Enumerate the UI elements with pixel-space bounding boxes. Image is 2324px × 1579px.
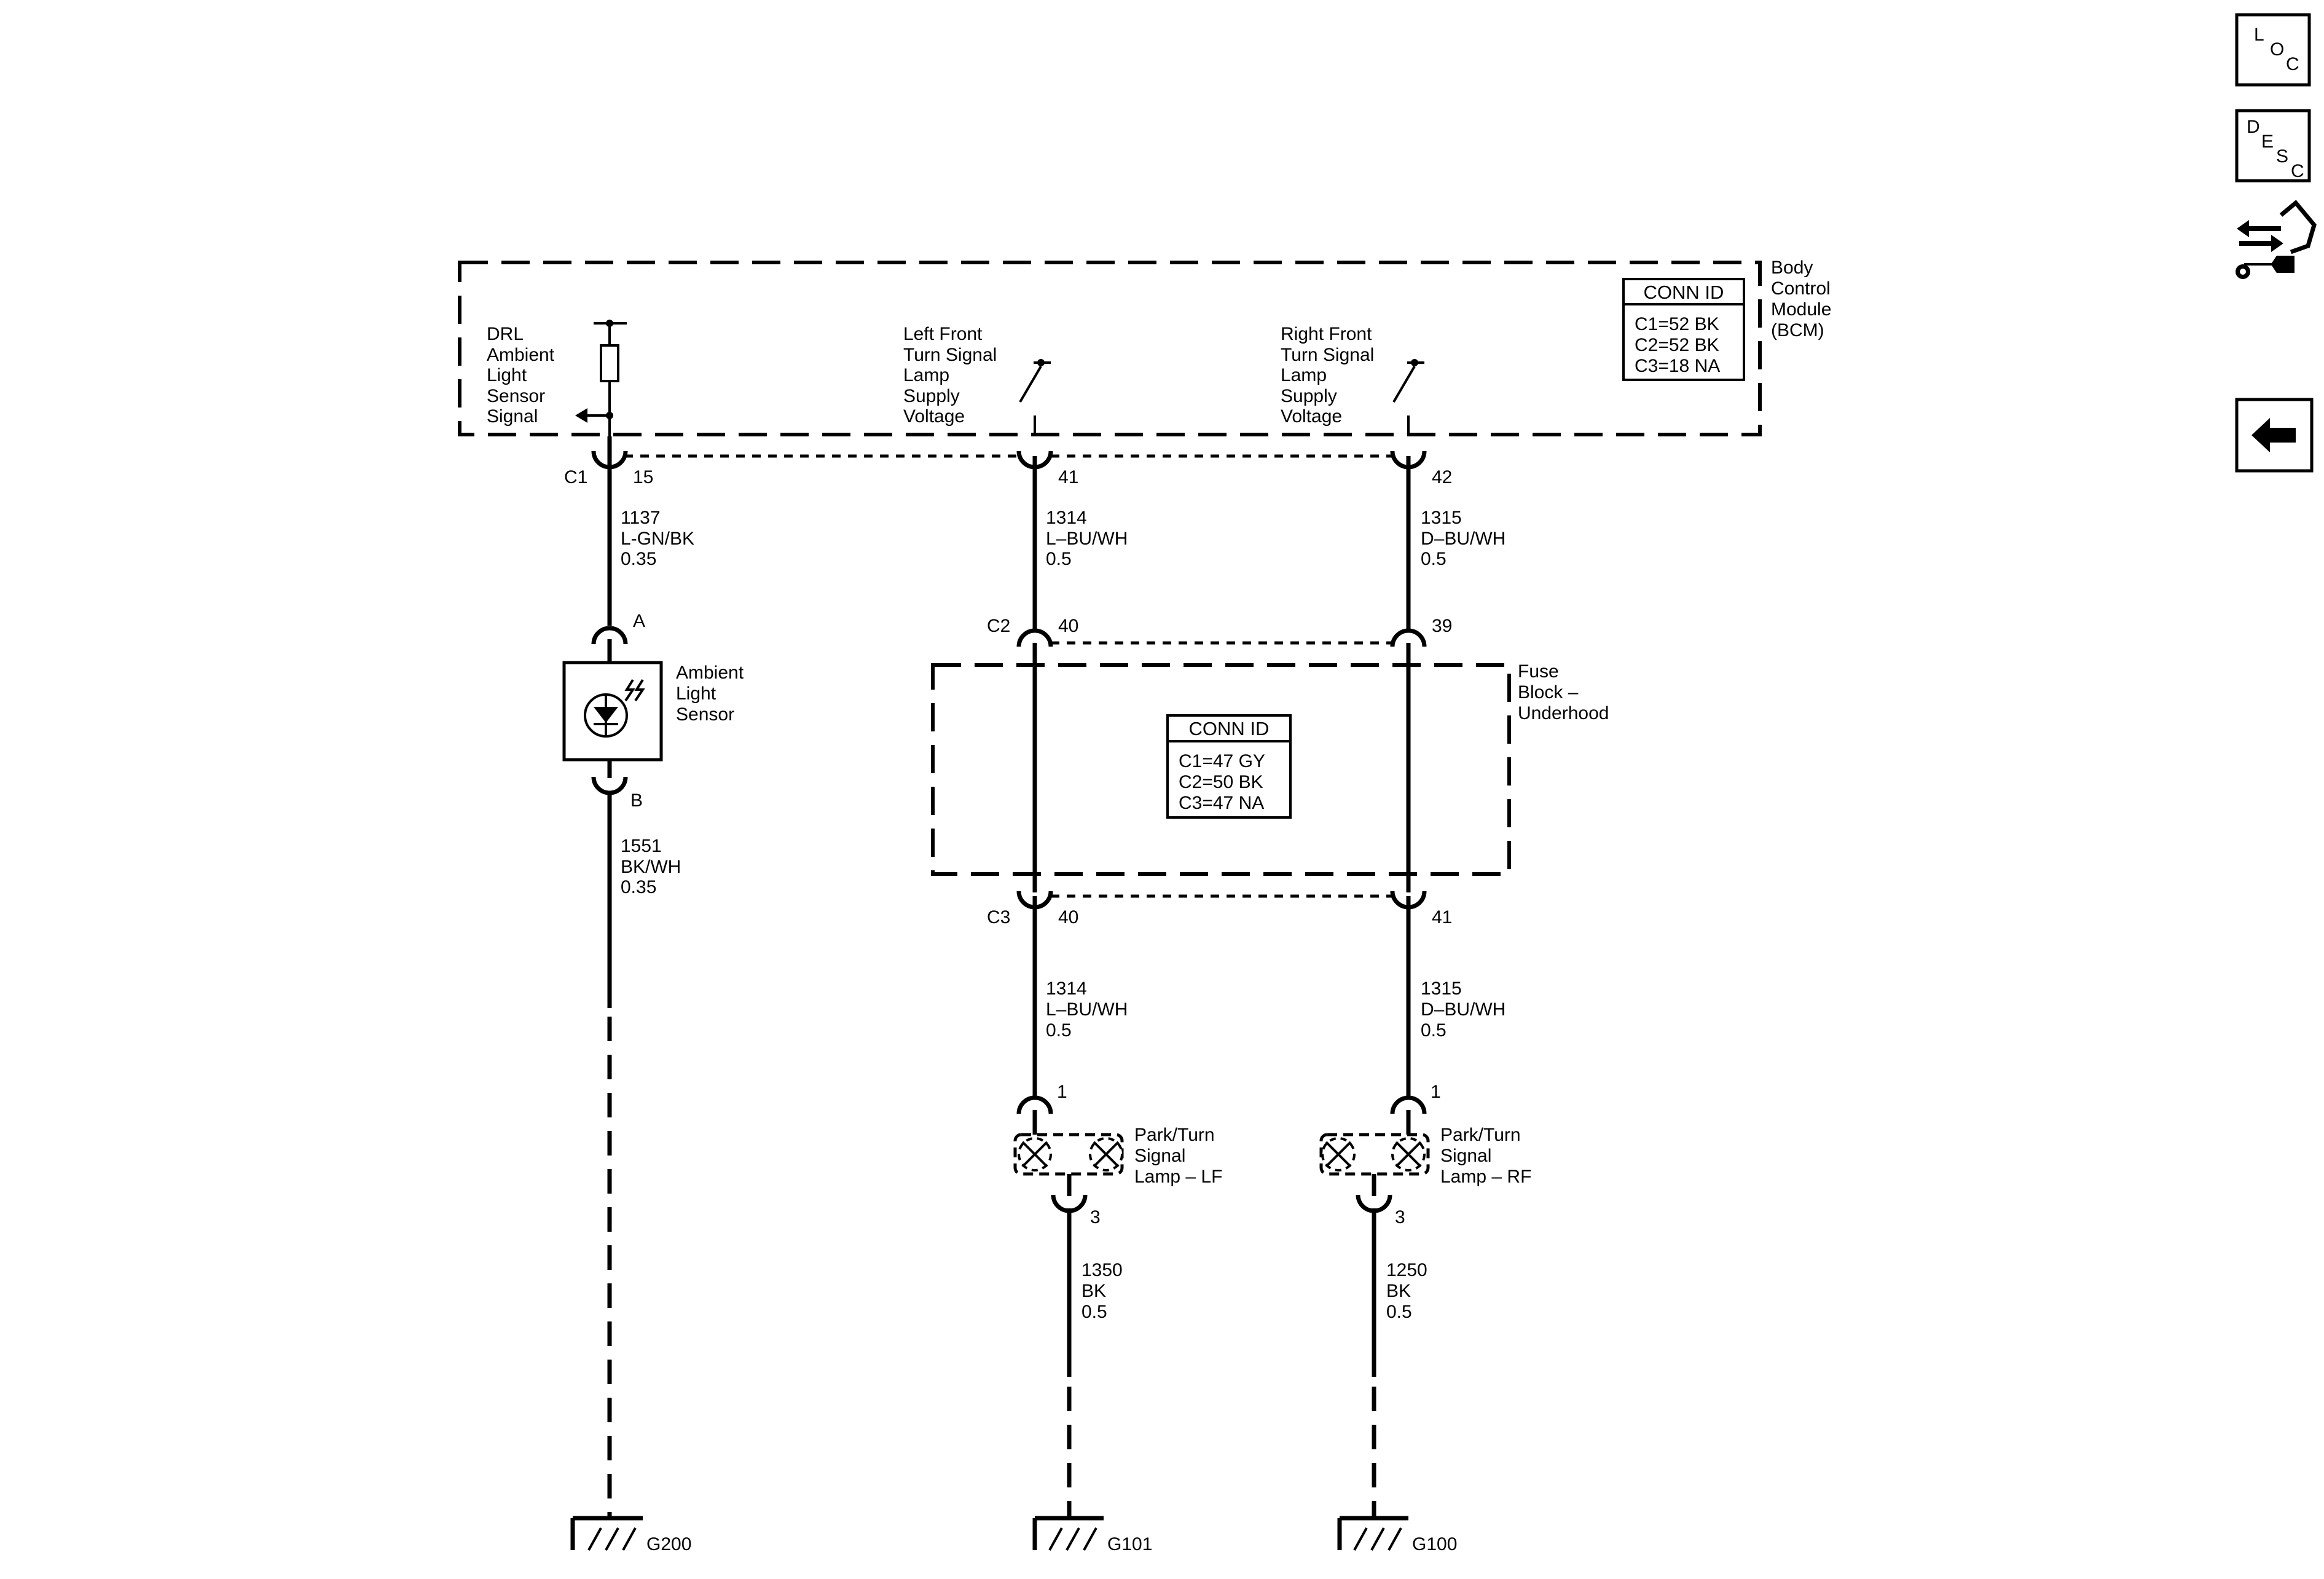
svg-text:O: O: [2270, 39, 2284, 60]
drl-signal-label: DRL Ambient Light Sensor Signal: [487, 324, 559, 427]
ground-g100: G100: [1337, 1516, 1457, 1554]
c1-pin-15: 15: [633, 467, 653, 487]
ground-g101-label: G101: [1107, 1534, 1152, 1554]
wire-1137-label: 1137 L-GN/BK 0.35: [621, 508, 699, 569]
connector-c1: C1 15 41 42: [564, 451, 1452, 487]
rf-lower-circuit: 1315 D–BU/WH 0.5 1 Park/Turn Signal Lamp…: [1319, 896, 1531, 1554]
c2-pin-40: 40: [1058, 616, 1078, 636]
ground-g200-label: G200: [646, 1534, 691, 1554]
c1-label: C1: [564, 467, 587, 487]
lamp-lf-pin-3: 3: [1090, 1207, 1101, 1227]
desc-button[interactable]: D E S C: [2235, 109, 2311, 183]
wire-1314-bottom-label: 1314 L–BU/WH 0.5: [1046, 979, 1133, 1041]
fuse-block-underhood: Fuse Block – Underhood CONN ID C1=47 GY …: [931, 643, 1609, 892]
fuse-block-name: Fuse Block – Underhood: [1518, 661, 1609, 723]
drl-signal-circuit: DRL Ambient Light Sensor Signal: [487, 320, 627, 436]
connector-c3: C3 40 41: [987, 891, 1452, 927]
svg-text:E: E: [2261, 132, 2274, 152]
ambient-light-sensor: Ambient Light Sensor: [562, 661, 748, 762]
lamp-lf-pin-1: 1: [1057, 1082, 1067, 1102]
c3-pin-40: 40: [1058, 907, 1078, 927]
wire-1250-label: 1250 BK 0.5: [1386, 1260, 1432, 1322]
bcm-conn-id-values: C1=52 BK C2=52 BK C3=18 NA: [1635, 314, 1724, 376]
fuse-conn-id-values: C1=47 GY C2=50 BK C3=47 NA: [1179, 751, 1270, 813]
ambient-sensor-label: Ambient Light Sensor: [676, 663, 748, 725]
rf-supply-switch: Right Front Turn Signal Lamp Supply Volt…: [1281, 324, 1424, 436]
back-arrow-icon: [2251, 418, 2296, 452]
wire-1315-top-label: 1315 D–BU/WH 0.5: [1421, 508, 1511, 569]
ground-g200: G200: [570, 1516, 691, 1554]
loc-button[interactable]: L O C: [2235, 13, 2311, 87]
c2-label: C2: [987, 616, 1010, 636]
fuse-block-conn-id-table: CONN ID C1=47 GY C2=50 BK C3=47 NA: [1166, 714, 1292, 819]
fuse-conn-id-title: CONN ID: [1189, 718, 1270, 739]
lf-supply-switch: Left Front Turn Signal Lamp Supply Volta…: [903, 324, 1051, 436]
ground-g100-label: G100: [1412, 1534, 1457, 1554]
c1-pin-41: 41: [1058, 467, 1078, 487]
c1-pin-42: 42: [1432, 467, 1452, 487]
wire-1314-top-label: 1314 L–BU/WH 0.5: [1046, 508, 1133, 569]
sensor-pin-a: A: [633, 611, 645, 631]
drl-branch: 1137 L-GN/BK 0.35 A Ambient Light Sensor…: [562, 436, 748, 1554]
lamp-rf-label: Park/Turn Signal Lamp – RF: [1440, 1125, 1531, 1187]
lamp-rf-pin-1: 1: [1431, 1082, 1441, 1102]
back-arrow-button[interactable]: [2235, 398, 2314, 473]
lamp-lf-label: Park/Turn Signal Lamp – LF: [1134, 1125, 1222, 1187]
ground-g101: G101: [1032, 1516, 1152, 1554]
wire-1350-label: 1350 BK 0.5: [1082, 1260, 1128, 1322]
c3-label: C3: [987, 907, 1010, 927]
rf-circuit: 1315 D–BU/WH 0.5: [1406, 456, 1511, 631]
rf-supply-label: Right Front Turn Signal Lamp Supply Volt…: [1281, 324, 1380, 427]
wire-1551-label: 1551 BK/WH 0.35: [621, 836, 686, 897]
c2-pin-39: 39: [1432, 616, 1452, 636]
bcm-module: Body Control Module (BCM) CONN ID C1=52 …: [458, 258, 1837, 436]
bcm-name: Body Control Module (BCM): [1771, 258, 1837, 341]
connector-end-view-icon[interactable]: [2236, 200, 2317, 279]
svg-text:C: C: [2286, 54, 2299, 74]
lamp-rf-pin-3: 3: [1395, 1207, 1405, 1227]
svg-text:D: D: [2247, 117, 2260, 137]
svg-text:L: L: [2254, 25, 2264, 45]
park-turn-lamp-rf: Park/Turn Signal Lamp – RF: [1319, 1125, 1531, 1187]
sensor-pin-b: B: [630, 790, 643, 811]
bcm-conn-id-title: CONN ID: [1644, 282, 1724, 303]
lf-supply-label: Left Front Turn Signal Lamp Supply Volta…: [903, 324, 1002, 427]
wire-1315-bottom-label: 1315 D–BU/WH 0.5: [1421, 979, 1511, 1041]
svg-text:S: S: [2276, 146, 2288, 167]
svg-text:C: C: [2291, 161, 2304, 181]
connector-c2: C2 40 39: [987, 616, 1452, 647]
lf-lower-circuit: 1314 L–BU/WH 0.5 1 Park/Turn Signal Lamp…: [1013, 896, 1222, 1554]
lf-circuit: 1314 L–BU/WH 0.5: [1032, 456, 1133, 631]
c3-pin-41: 41: [1432, 907, 1452, 927]
bcm-conn-id-table: CONN ID C1=52 BK C2=52 BK C3=18 NA: [1622, 278, 1745, 381]
park-turn-lamp-lf: Park/Turn Signal Lamp – LF: [1013, 1125, 1222, 1187]
